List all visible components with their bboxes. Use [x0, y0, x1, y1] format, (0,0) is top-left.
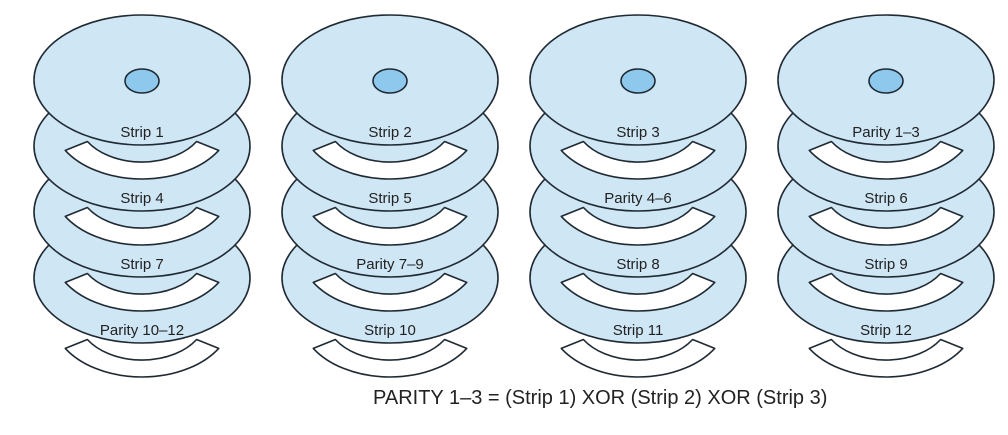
spindle-hub	[124, 68, 160, 94]
strip-label: Strip 10	[364, 322, 416, 339]
strip-band	[560, 338, 716, 378]
strip-label: Parity 10–12	[100, 322, 184, 339]
strip-label: Strip 6	[864, 190, 907, 207]
strip-band	[312, 206, 468, 246]
strip-band	[64, 338, 220, 378]
strip-label: Strip 1	[120, 124, 163, 141]
strip-band	[312, 338, 468, 378]
strip-label: Strip 8	[616, 256, 659, 273]
strip-band	[808, 140, 964, 180]
strip-band	[560, 140, 716, 180]
strip-label: Strip 3	[616, 124, 659, 141]
disk-1: Parity 10–12 Strip 7 Strip 4 Strip 1	[33, 14, 251, 378]
parity-caption: PARITY 1–3 = (Strip 1) XOR (Strip 2) XOR…	[373, 387, 828, 409]
strip-band	[808, 338, 964, 378]
strip-band	[808, 272, 964, 312]
strip-label: Strip 4	[120, 190, 163, 207]
strip-label: Strip 5	[368, 190, 411, 207]
strip-band	[64, 140, 220, 180]
strip-band	[560, 272, 716, 312]
strip-label: Parity 7–9	[356, 256, 424, 273]
strip-label: Strip 11	[613, 322, 664, 339]
disk-3: Strip 11 Strip 8 Parity 4–6 Strip 3	[529, 14, 747, 378]
strip-label: Strip 12	[860, 322, 912, 339]
strip-label: Strip 7	[120, 256, 163, 273]
strip-label: Strip 2	[368, 124, 411, 141]
strip-label: Parity 4–6	[604, 190, 672, 207]
disk-4: Strip 12 Strip 9 Strip 6 Parity 1–3	[777, 14, 995, 378]
spindle-hub	[620, 68, 656, 94]
strip-band	[64, 272, 220, 312]
spindle-hub	[372, 68, 408, 94]
spindle-hub	[868, 68, 904, 94]
strip-band	[64, 206, 220, 246]
strip-band	[808, 206, 964, 246]
disk-2: Strip 10 Parity 7–9 Strip 5 Strip 2	[281, 14, 499, 378]
strip-label: Strip 9	[864, 256, 907, 273]
strip-band	[560, 206, 716, 246]
strip-band	[312, 272, 468, 312]
strip-band	[312, 140, 468, 180]
strip-label: Parity 1–3	[852, 124, 920, 141]
